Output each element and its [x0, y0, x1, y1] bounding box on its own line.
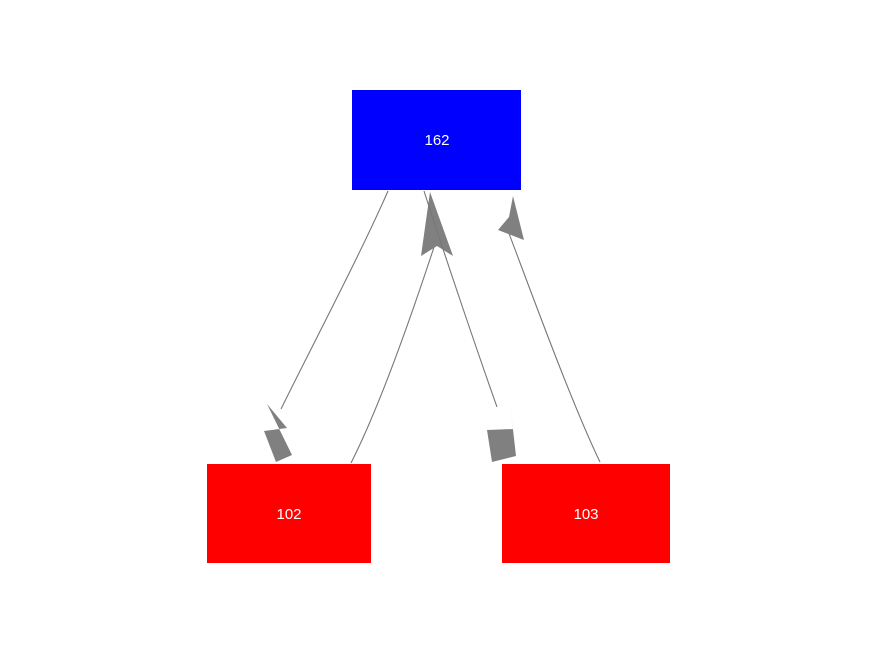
node-group: 162 102 103: [207, 90, 670, 563]
arrowhead-icon: [264, 404, 292, 462]
edge-162-to-102[interactable]: [264, 190, 389, 462]
edge-line: [280, 190, 389, 410]
node-label: 103: [573, 506, 598, 523]
node-102[interactable]: 102: [207, 464, 371, 563]
edge-162-to-103[interactable]: [423, 190, 516, 462]
edge-line: [504, 222, 601, 463]
edge-line: [423, 190, 498, 408]
arrowhead-icon: [421, 192, 453, 256]
node-label: 162: [424, 132, 449, 149]
arrowhead-icon: [487, 403, 516, 462]
node-label: 102: [276, 506, 301, 523]
node-box[interactable]: [502, 464, 670, 563]
edge-line: [350, 237, 438, 464]
node-103[interactable]: 103: [502, 464, 670, 563]
node-162[interactable]: 162: [352, 90, 521, 190]
node-box[interactable]: [207, 464, 371, 563]
edge-group: [264, 190, 601, 464]
arrowhead-icon: [498, 196, 524, 240]
node-box[interactable]: [352, 90, 521, 190]
edge-103-to-162[interactable]: [498, 196, 601, 463]
